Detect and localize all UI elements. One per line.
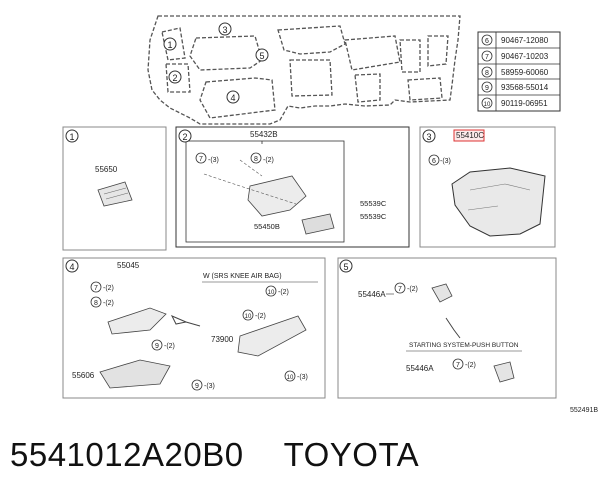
svg-text:10: 10 xyxy=(245,314,252,320)
svg-text:7: 7 xyxy=(199,156,203,163)
svg-text:6: 6 xyxy=(432,158,436,165)
panel-1: 1 55650 xyxy=(62,126,167,251)
svg-text:55450B: 55450B xyxy=(254,222,280,231)
svg-text:W (SRS KNEE AIR BAG): W (SRS KNEE AIR BAG) xyxy=(203,273,282,280)
svg-text:58959-60060: 58959-60060 xyxy=(501,68,549,77)
svg-text:55539C: 55539C xyxy=(360,212,387,221)
switch-part xyxy=(431,283,453,303)
svg-text:-(3): -(3) xyxy=(204,383,215,390)
parts-legend-table: 6 90467-12080 7 90467-10203 8 58959-6006… xyxy=(477,31,561,112)
svg-text:5: 5 xyxy=(259,51,264,61)
cover-part xyxy=(247,175,307,217)
svg-text:-(2): -(2) xyxy=(263,157,274,164)
svg-text:1: 1 xyxy=(167,40,172,50)
panel-2: 2 55432B 7 -(3) 8 -(2) 55539C 55539C 554… xyxy=(175,126,410,248)
box-part xyxy=(301,213,335,235)
svg-text:55446A: 55446A xyxy=(406,364,434,373)
svg-text:90467-10203: 90467-10203 xyxy=(501,52,549,61)
svg-text:4: 4 xyxy=(69,262,74,272)
svg-text:-(2): -(2) xyxy=(407,286,418,293)
dashboard-overview xyxy=(147,15,461,125)
svg-text:55045: 55045 xyxy=(117,261,140,270)
svg-text:8: 8 xyxy=(254,156,258,163)
svg-text:55606: 55606 xyxy=(72,371,95,380)
svg-text:55410C: 55410C xyxy=(456,131,484,140)
knee-airbag-part xyxy=(237,315,307,357)
highlight-box xyxy=(453,129,485,142)
svg-text:8: 8 xyxy=(485,70,489,77)
legend-row: 8 58959-60060 xyxy=(481,66,549,78)
svg-text:9: 9 xyxy=(485,85,489,92)
panel-part xyxy=(107,307,167,335)
svg-text:-(3): -(3) xyxy=(208,157,219,164)
panel-5: 5 55446A 7 -(2) STARTING SYSTEM-PUSH BUT… xyxy=(337,257,557,399)
legend-row: 6 90467-12080 xyxy=(481,34,549,46)
svg-text:7: 7 xyxy=(398,286,402,293)
footer-part-number: 5541012A20B0 xyxy=(10,436,244,473)
svg-text:-(2): -(2) xyxy=(255,313,266,320)
svg-text:-(2): -(2) xyxy=(103,300,114,307)
footer-brand: TOYOTA xyxy=(283,436,420,473)
svg-text:55446A: 55446A xyxy=(358,290,386,299)
svg-text:4: 4 xyxy=(230,93,235,103)
legend-row: 7 90467-10203 xyxy=(481,50,549,62)
figure-id: 552491B xyxy=(570,407,598,414)
vent-part xyxy=(97,181,133,207)
svg-text:-(2): -(2) xyxy=(164,343,175,350)
svg-text:3: 3 xyxy=(222,25,227,35)
bracket-part xyxy=(99,359,171,389)
svg-text:-(2): -(2) xyxy=(103,285,114,292)
legend-row: 9 93568-55014 xyxy=(481,81,549,93)
svg-text:8: 8 xyxy=(94,300,98,307)
svg-text:1: 1 xyxy=(69,132,74,142)
overview-callout-4: 4 xyxy=(226,90,240,104)
svg-text:-(2): -(2) xyxy=(278,289,289,296)
overview-callout-1: 1 xyxy=(163,37,177,51)
part-label: 55650 xyxy=(95,165,118,174)
overview-callout-3: 3 xyxy=(218,22,232,36)
overview-callout-5: 5 xyxy=(255,48,269,62)
part-label: 55432B xyxy=(250,130,278,139)
meter-hood-part xyxy=(451,167,546,237)
svg-text:10: 10 xyxy=(287,375,294,381)
svg-text:-(2): -(2) xyxy=(465,362,476,369)
footer-caption: 5541012A20B0 TOYOTA xyxy=(10,436,419,474)
svg-text:90467-12080: 90467-12080 xyxy=(501,36,549,45)
svg-text:5: 5 xyxy=(343,262,348,272)
svg-text:55539C: 55539C xyxy=(360,199,387,208)
svg-text:-(3): -(3) xyxy=(440,158,451,165)
svg-text:7: 7 xyxy=(456,362,460,369)
svg-text:73900: 73900 xyxy=(211,335,234,344)
svg-text:3: 3 xyxy=(426,132,431,142)
svg-text:10: 10 xyxy=(484,102,491,108)
svg-text:STARTING SYSTEM-PUSH BUTTON: STARTING SYSTEM-PUSH BUTTON xyxy=(409,342,519,349)
svg-text:93568-55014: 93568-55014 xyxy=(501,83,549,92)
panel-3: 3 55410C 6 -(3) xyxy=(419,126,556,248)
overview-callout-2: 2 xyxy=(168,70,182,84)
push-button-part xyxy=(493,361,515,383)
svg-text:-(3): -(3) xyxy=(297,374,308,381)
svg-text:7: 7 xyxy=(94,285,98,292)
svg-text:7: 7 xyxy=(485,54,489,61)
svg-text:90119-06951: 90119-06951 xyxy=(501,99,548,108)
svg-text:10: 10 xyxy=(268,290,275,296)
svg-text:9: 9 xyxy=(155,343,159,350)
svg-text:9: 9 xyxy=(195,383,199,390)
panel-4: 4 55045 7 -(2) 8 -(2) 9 -(2) 55606 9 -(3… xyxy=(62,257,326,399)
svg-text:2: 2 xyxy=(182,132,187,142)
legend-row: 10 90119-06951 xyxy=(481,97,548,109)
svg-text:2: 2 xyxy=(172,73,177,83)
svg-text:6: 6 xyxy=(485,38,489,45)
